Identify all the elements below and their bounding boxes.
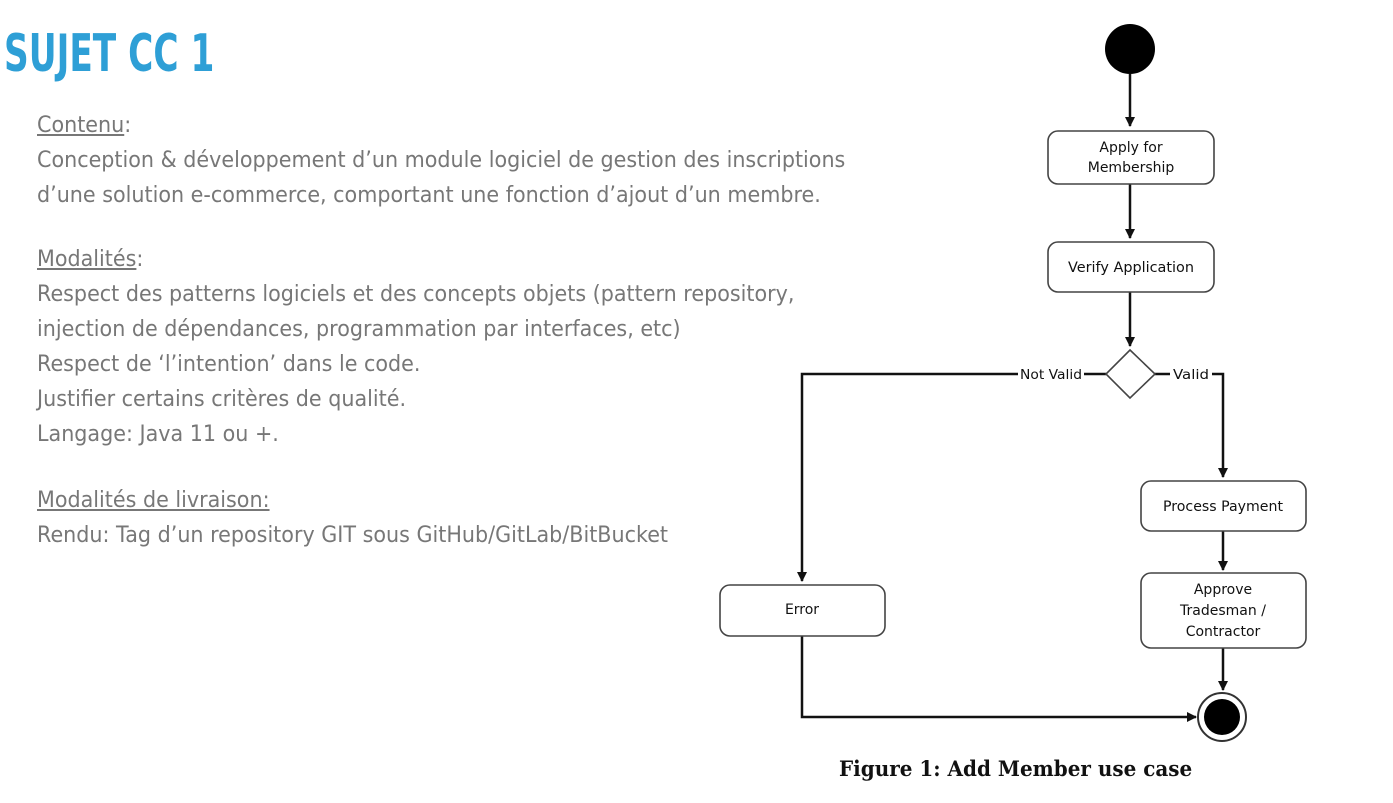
node-error-label: Error	[785, 602, 819, 618]
section-heading-line: Contenu:	[37, 108, 845, 143]
node-error-box	[719, 584, 886, 637]
body-line: injection de dépendances, programmation …	[37, 317, 681, 342]
edge-valid	[1155, 372, 1228, 478]
node-payment-label: Process Payment	[1163, 499, 1284, 515]
section-modalites: Modalités: Respect des patterns logiciel…	[37, 242, 794, 452]
page-title: SUJET CC 1	[4, 24, 215, 84]
node-payment-box	[1140, 480, 1307, 532]
edge-error-end	[800, 636, 1197, 722]
section-heading: Modalités de livraison:	[37, 488, 270, 513]
node-approve-label: Approve	[1194, 582, 1252, 598]
node-apply-box	[1047, 130, 1215, 185]
heading-colon: :	[124, 113, 132, 138]
node-approve-label: Tradesman /	[1179, 603, 1266, 619]
body-line: Conception & développement d’un module l…	[37, 148, 846, 173]
figure-caption: Figure 1: Add Member use case	[839, 756, 1193, 781]
decision-diamond	[1104, 348, 1157, 400]
section-contenu: Contenu: Conception & développement d’un…	[37, 108, 845, 213]
section-livraison: Modalités de livraison: Rendu: Tag d’un …	[37, 483, 668, 553]
node-apply-label: Membership	[1088, 160, 1175, 176]
section-heading-line: Modalités:	[37, 242, 794, 277]
section-heading: Modalités	[37, 247, 137, 272]
node-verify-label: Verify Application	[1068, 260, 1194, 276]
body-line: Rendu: Tag d’un repository GIT sous GitH…	[37, 523, 669, 548]
edge-not-valid	[797, 372, 1106, 582]
edge-label-not-valid: Not Valid	[1020, 368, 1082, 383]
node-apply-label: Apply for	[1099, 140, 1162, 156]
edge-label-valid: Valid	[1173, 368, 1209, 383]
section-heading: Contenu	[37, 113, 125, 138]
section-heading-line: Modalités de livraison:	[37, 483, 668, 518]
body-line: d’une solution e-commerce, comportant un…	[37, 183, 821, 208]
node-approve-label: Contractor	[1186, 624, 1261, 640]
node-verify-box	[1047, 241, 1215, 293]
start-node	[1105, 24, 1155, 74]
edge-label-bg	[1170, 365, 1212, 383]
node-approve-box	[1140, 572, 1307, 649]
body-line: Respect des patterns logiciels et des co…	[37, 282, 795, 307]
edge-label-bg	[1018, 365, 1084, 383]
body-line: Langage: Java 11 ou +.	[37, 422, 279, 447]
body-line: Justifier certains critères de qualité.	[37, 387, 407, 412]
end-node-core	[1204, 699, 1240, 735]
body-line: Respect de ‘l’intention’ dans le code.	[37, 352, 421, 377]
heading-colon: :	[136, 247, 144, 272]
